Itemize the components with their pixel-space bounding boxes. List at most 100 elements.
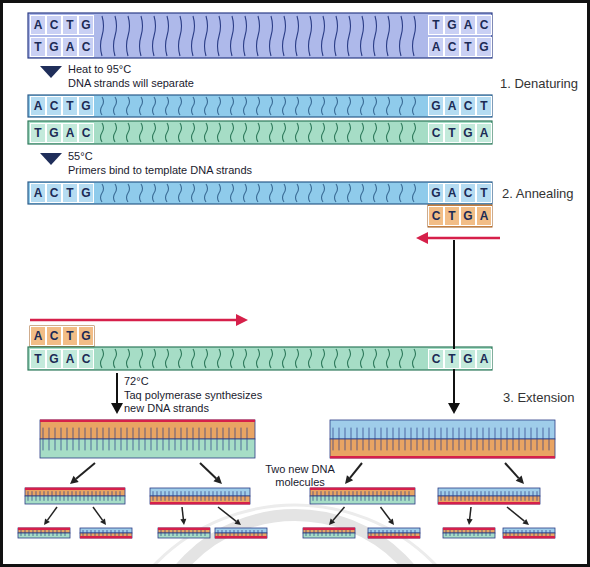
new-strand-line [368, 536, 420, 539]
primer [30, 326, 94, 347]
hydrogen-bond [101, 97, 416, 115]
arrow-head [329, 518, 335, 525]
base-letter: G [460, 349, 476, 369]
dna-strand [28, 347, 492, 370]
base-letter: T [30, 37, 46, 57]
hydrogen-bond [101, 184, 416, 202]
base-letter: A [444, 183, 460, 203]
base-letter: T [62, 326, 78, 346]
base-letter: G [78, 183, 94, 203]
step-triangle [40, 66, 62, 78]
base-letter: C [46, 326, 62, 346]
dna-strand [303, 533, 355, 538]
step-note: 55°C [68, 150, 93, 163]
base-letter: A [62, 123, 78, 143]
new-strand-line [438, 502, 540, 505]
new-strand-line [330, 456, 555, 459]
base-letter: A [460, 15, 476, 35]
dna-strand [28, 13, 492, 58]
base-letter: C [476, 15, 492, 35]
new-strand-line [310, 488, 415, 491]
base-letter: T [476, 183, 492, 203]
base-letter: A [30, 96, 46, 116]
arrow-line [505, 463, 519, 478]
step-triangle [40, 153, 62, 165]
new-strand-line [158, 528, 210, 531]
arrow-head [236, 314, 248, 326]
arrow-head [388, 518, 394, 525]
hydrogen-bond [153, 491, 245, 501]
dna-strand [443, 533, 495, 538]
base-letter: G [460, 206, 476, 226]
base-letter: C [46, 15, 62, 35]
hydrogen-bond [306, 530, 350, 536]
arrow-line [333, 507, 345, 520]
hydrogen-bond [333, 428, 549, 451]
dna-strand [18, 533, 70, 538]
base-letter: C [460, 183, 476, 203]
base-letter: G [46, 123, 62, 143]
base-letter: A [30, 15, 46, 35]
base-letter: A [62, 349, 78, 369]
base-letter: G [78, 326, 94, 346]
base-letter: T [30, 123, 46, 143]
base-letter: G [428, 183, 444, 203]
base-letter: G [46, 37, 62, 57]
base-letter: C [46, 96, 62, 116]
step-note: 72°C [124, 375, 149, 388]
new-strand-line [443, 528, 495, 531]
new-strand-line [40, 420, 255, 423]
dna-strand [80, 528, 132, 533]
arrow-line [182, 507, 183, 519]
arrow-head [111, 403, 123, 414]
primer [428, 205, 492, 227]
hydrogen-bond [83, 530, 127, 536]
base-letter: C [78, 349, 94, 369]
base-letter: T [62, 96, 78, 116]
arrow-head [345, 475, 353, 484]
new-strand-line [215, 536, 267, 539]
dna-strand [368, 533, 420, 538]
arrow-line [428, 237, 500, 240]
dna-strand [18, 528, 70, 533]
hydrogen-bond [43, 428, 247, 451]
base-letter: A [62, 37, 78, 57]
hydrogen-bond [101, 123, 416, 142]
base-letter: G [476, 37, 492, 57]
new-strand-line [18, 528, 70, 531]
dna-strand [303, 528, 355, 533]
step-note: Primers bind to template DNA strands [68, 164, 252, 177]
dna-strand [28, 182, 492, 204]
dna-strand [310, 496, 415, 504]
base-letter: A [476, 349, 492, 369]
step-label: 2. Annealing [502, 186, 574, 202]
dna-strand [28, 121, 492, 144]
dna-strand [310, 488, 415, 496]
step-note: DNA strands will separate [68, 77, 194, 90]
arrow-head [100, 518, 106, 525]
dna-strand [158, 528, 210, 533]
arrow-head [522, 519, 529, 525]
base-letter: C [460, 96, 476, 116]
base-letter: G [78, 15, 94, 35]
arrow-line [76, 463, 95, 479]
base-letter: T [62, 15, 78, 35]
dna-strand [503, 533, 555, 538]
base-letter: T [460, 37, 476, 57]
dna-strand [28, 95, 492, 117]
hydrogen-bond [21, 530, 65, 536]
hydrogen-bond [218, 530, 262, 536]
base-letter: C [46, 183, 62, 203]
base-letter: C [428, 123, 444, 143]
new-strand-line [150, 502, 250, 505]
base-letter: T [62, 183, 78, 203]
base-letter: T [444, 206, 460, 226]
hydrogen-bond [371, 530, 415, 536]
arrow-line [116, 373, 118, 403]
arrow-head [180, 519, 186, 525]
hydrogen-bond [101, 16, 416, 56]
base-letter: T [428, 15, 444, 35]
base-letter: C [428, 349, 444, 369]
new-strand-line [503, 536, 555, 539]
